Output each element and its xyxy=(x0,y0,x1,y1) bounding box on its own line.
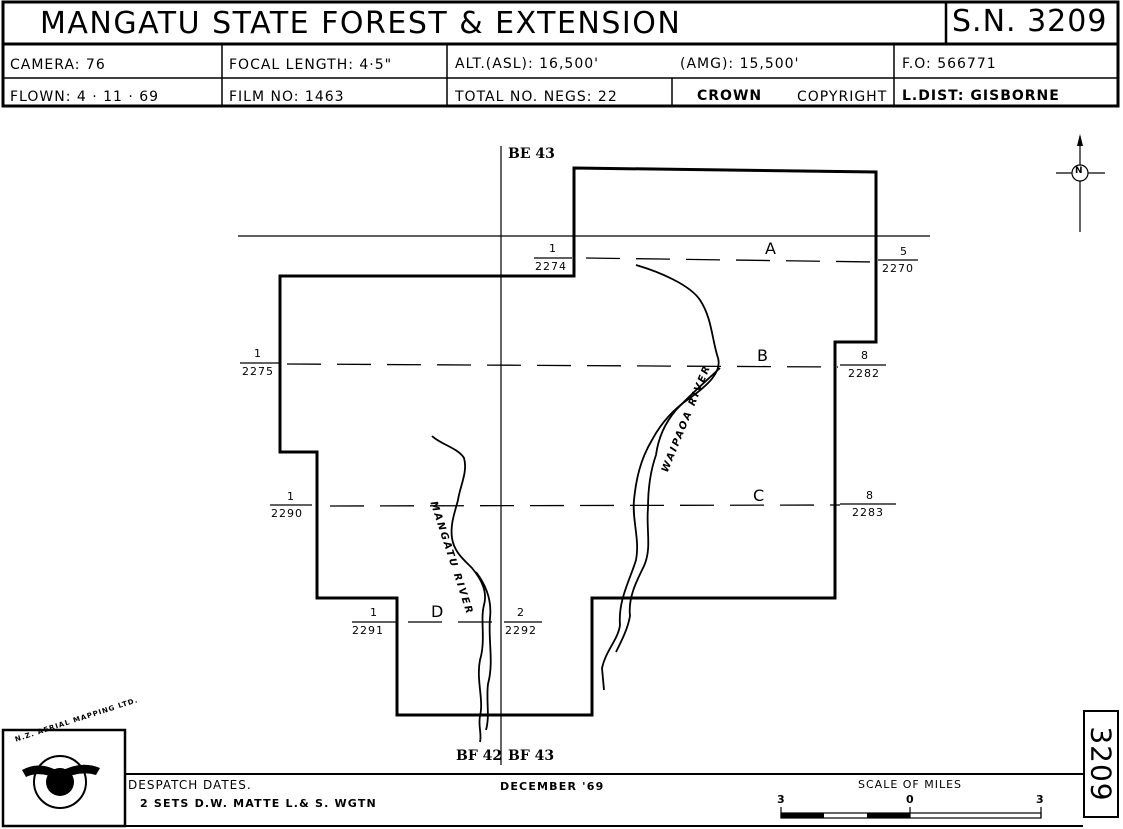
despatch-label: DESPATCH DATES. xyxy=(128,778,252,792)
north-label: N xyxy=(1075,166,1083,176)
scale-mid-value: 0 xyxy=(906,793,915,806)
altitude-amg-field: (AMG): 15,500' xyxy=(680,56,800,72)
run-letter-a: A xyxy=(765,239,776,258)
run-c-start-num: 1 xyxy=(287,490,295,503)
run-d-end-num: 2 xyxy=(517,606,525,619)
despatch-date: DECEMBER '69 xyxy=(500,780,605,793)
run-letter-d: D xyxy=(431,602,444,621)
run-a-end-photo: 2270 xyxy=(882,262,914,275)
camera-field: CAMERA: 76 xyxy=(10,57,106,73)
mangatu-river-bank xyxy=(475,571,492,731)
photo-marker-ticks xyxy=(240,257,918,623)
run-b-end-num: 8 xyxy=(861,349,869,362)
crown-label: CROWN xyxy=(697,88,763,104)
focal-length-field: FOCAL LENGTH: 4·5" xyxy=(229,57,393,73)
forest-boundary xyxy=(278,166,878,717)
grid-label-bottom-left: BF 42 xyxy=(456,748,503,764)
run-letter-b: B xyxy=(757,346,768,365)
flown-date-field: FLOWN: 4 · 11 · 69 xyxy=(10,89,160,105)
run-b-start-num: 1 xyxy=(254,347,262,360)
run-d-end-photo: 2292 xyxy=(505,624,537,637)
sheet-serial-number: S.N. 3209 xyxy=(952,4,1108,39)
altitude-asl-field: ALT.(ASL): 16,500' xyxy=(455,56,599,72)
scale-bar xyxy=(780,807,1042,819)
run-c-end-num: 8 xyxy=(866,489,874,502)
run-c-start-photo: 2290 xyxy=(271,507,303,520)
run-a-end-num: 5 xyxy=(900,245,908,258)
run-a-start-photo: 2274 xyxy=(535,260,567,273)
map-title: MANGATU STATE FOREST & EXTENSION xyxy=(40,6,682,41)
copyright-label: COPYRIGHT xyxy=(797,89,888,105)
waipaoa-river-bank xyxy=(615,367,721,653)
scale-left-value: 3 xyxy=(777,793,786,806)
grid-label-top: BE 43 xyxy=(508,146,555,162)
sheet-number: 3209 xyxy=(1084,726,1118,802)
run-d-start-photo: 2291 xyxy=(352,624,384,637)
flight-run-line-c xyxy=(329,504,841,507)
run-letter-c: C xyxy=(753,486,765,505)
run-b-start-photo: 2275 xyxy=(242,365,274,378)
total-negatives-field: TOTAL NO. NEGS: 22 xyxy=(455,89,618,105)
run-d-start-num: 1 xyxy=(370,606,378,619)
scale-label: SCALE OF MILES xyxy=(858,778,963,791)
flight-run-line-b xyxy=(286,363,839,368)
grid-label-bottom-right: BF 43 xyxy=(508,748,555,764)
despatch-detail: 2 SETS D.W. MATTE L.& S. WGTN xyxy=(140,797,377,810)
sheet-number-box: 3209 xyxy=(1083,710,1119,818)
run-a-start-num: 1 xyxy=(549,242,557,255)
north-arrow xyxy=(1056,134,1105,232)
mangatu-river xyxy=(431,435,486,743)
header-grid xyxy=(1,0,1120,108)
land-district-field: L.DIST: GISBORNE xyxy=(902,88,1060,104)
run-b-end-photo: 2282 xyxy=(848,367,880,380)
film-number-field: FILM NO: 1463 xyxy=(229,89,345,105)
scale-right-value: 3 xyxy=(1036,793,1045,806)
waipaoa-river xyxy=(601,264,720,691)
run-c-end-photo: 2283 xyxy=(852,506,884,519)
company-logo xyxy=(22,755,100,809)
fo-field: F.O: 566771 xyxy=(902,56,997,72)
